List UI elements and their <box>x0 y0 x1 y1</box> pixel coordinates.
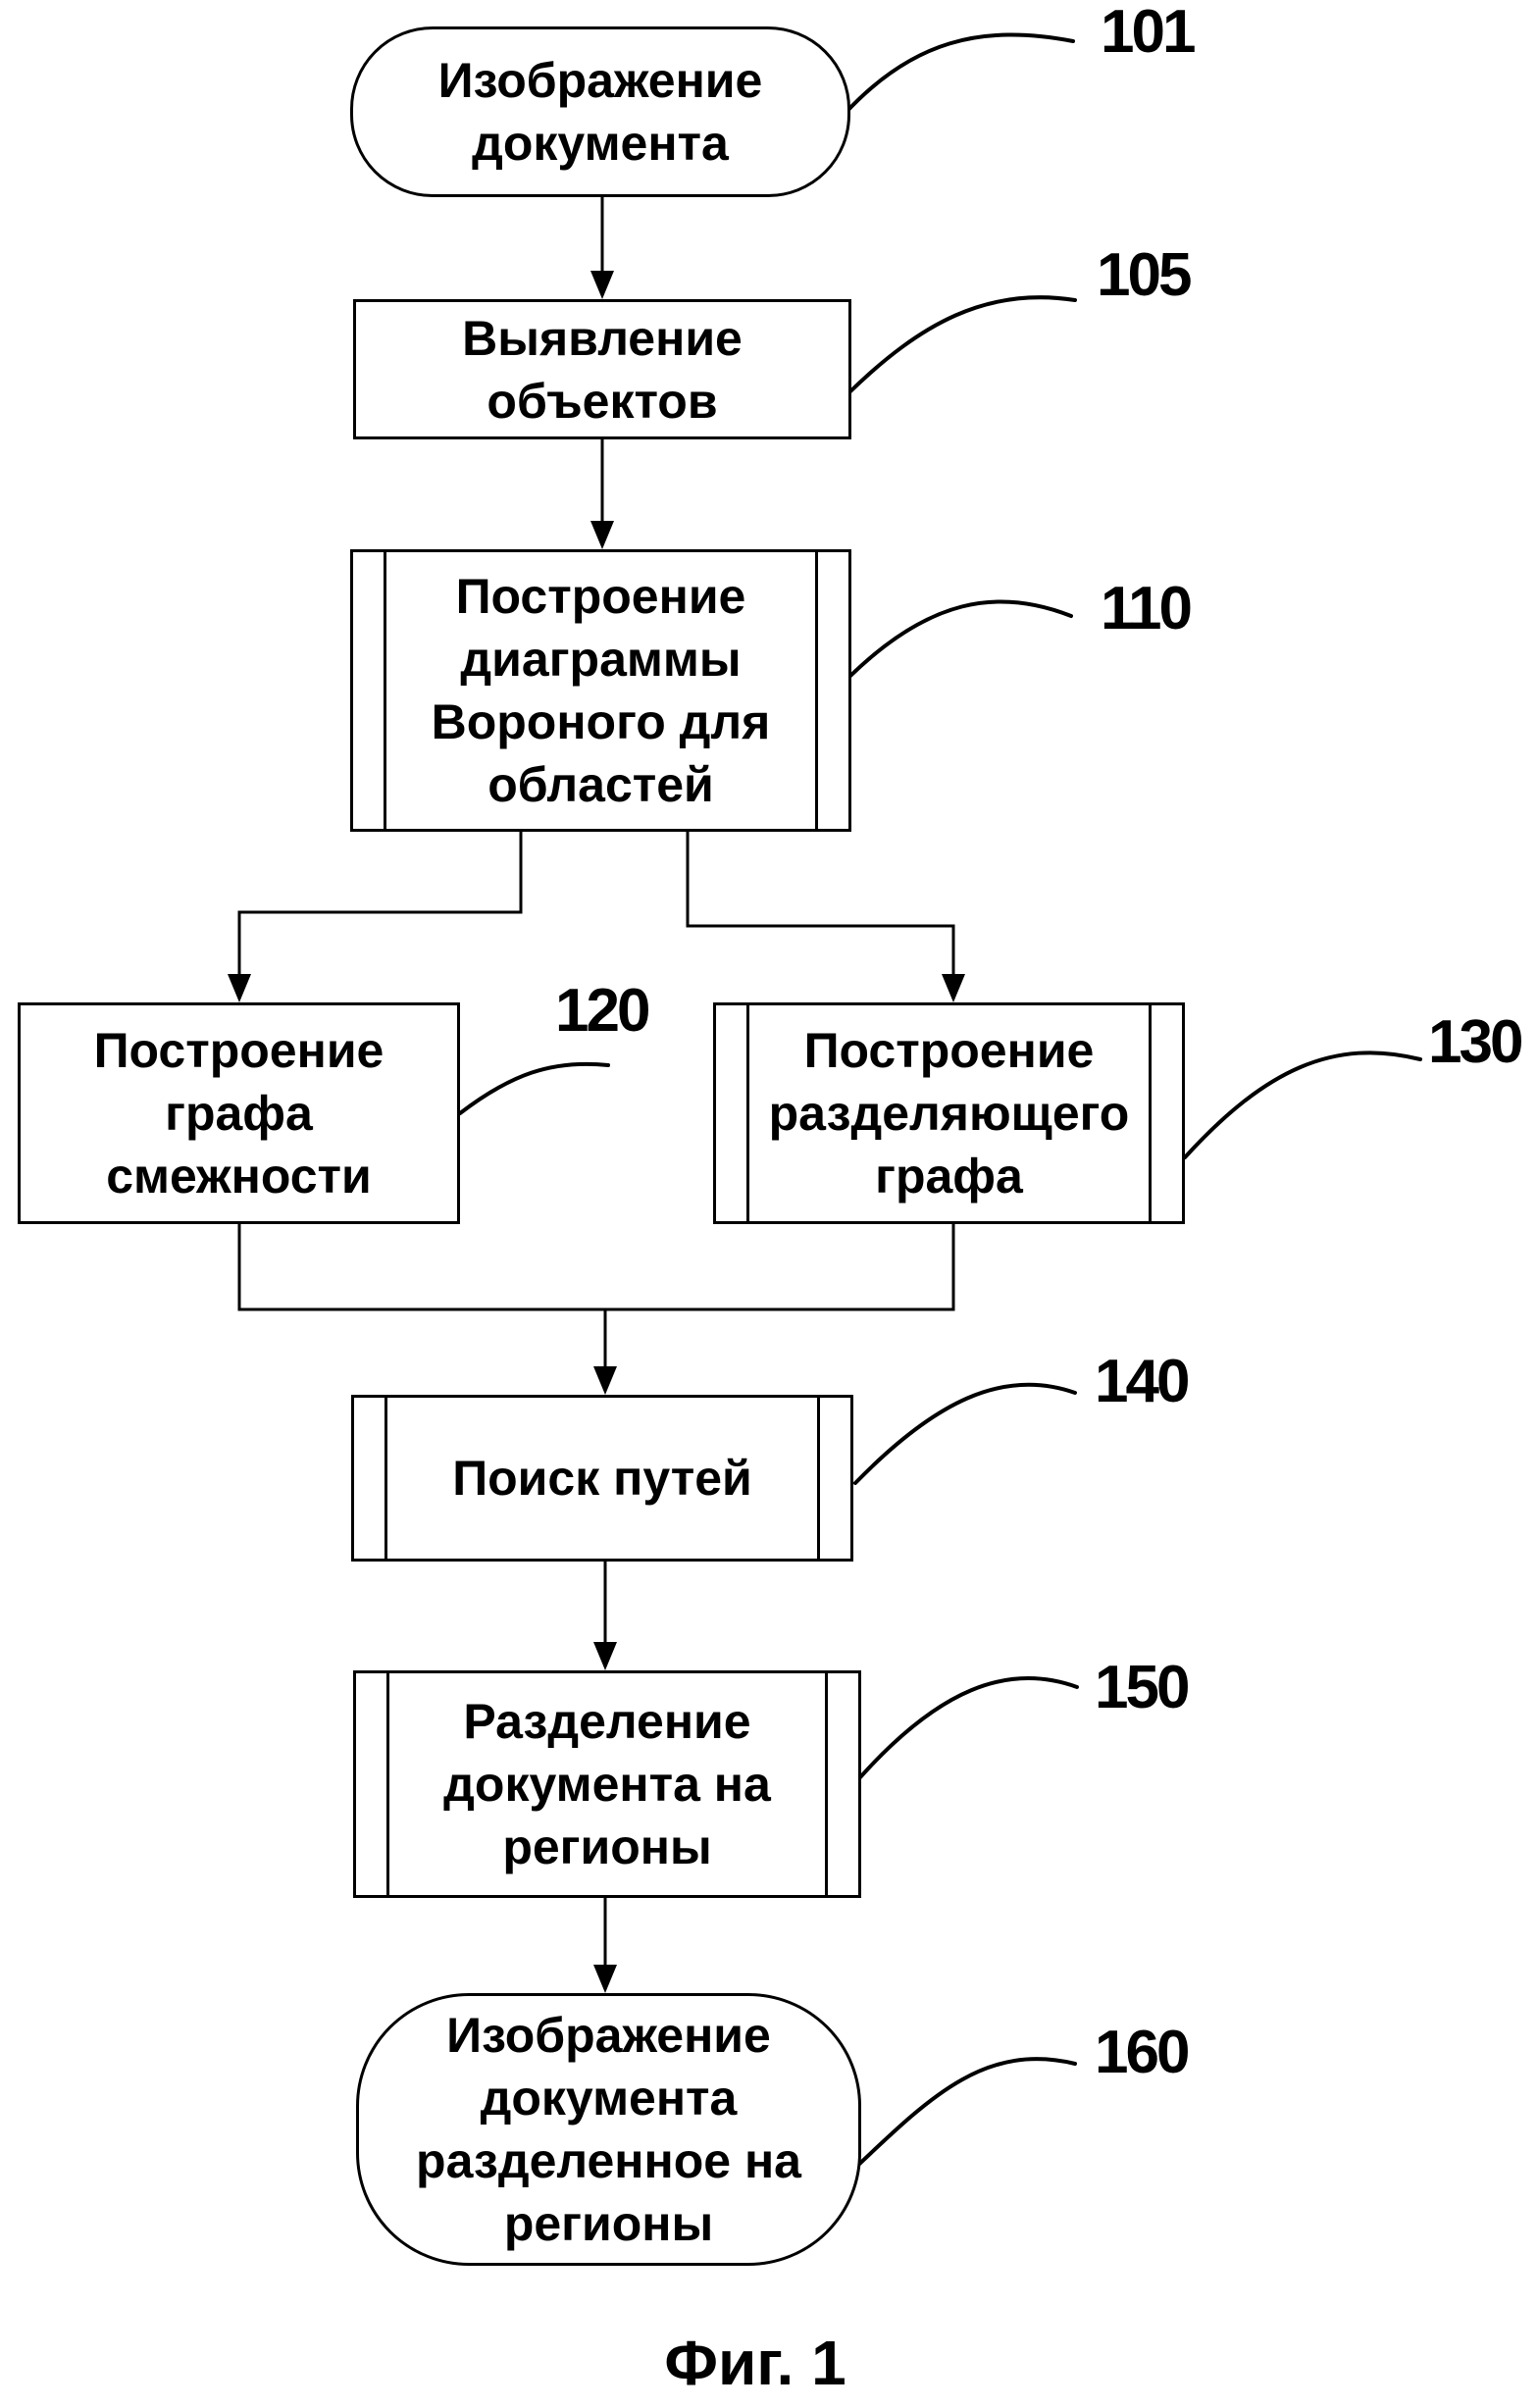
leader-105 <box>847 295 1077 394</box>
node-object-detection-label: Выявление объектов <box>462 310 743 429</box>
ref-label-105: 105 <box>1097 241 1192 309</box>
node-path-search: Поиск путей <box>351 1395 853 1562</box>
node-separating-graph-construction: Построение разделяющего графа <box>713 1002 1185 1224</box>
subroutine-bar-left <box>384 1398 387 1559</box>
edge-110-120-line <box>237 832 523 976</box>
node-voronoi-diagram-construction-label: Построение диаграммы Вороного для област… <box>431 569 771 812</box>
edge-110-130-line <box>686 832 955 976</box>
arrowhead-into-150 <box>593 1642 617 1670</box>
node-document-region-division: Разделение документа на регионы <box>353 1670 861 1898</box>
node-path-search-label: Поиск путей <box>452 1451 752 1506</box>
node-segmented-document-image: Изображение документа разделенное на рег… <box>356 1993 861 2266</box>
node-document-image-label: Изображение документа <box>437 53 763 171</box>
subroutine-bar-left <box>746 1005 749 1221</box>
subroutine-bar-right <box>815 552 818 829</box>
arrowhead-into-105 <box>590 271 614 299</box>
subroutine-bar-right <box>825 1673 828 1895</box>
leader-120 <box>458 1061 610 1115</box>
node-document-region-division-label: Разделение документа на регионы <box>443 1694 771 1874</box>
figure-caption: Фиг. 1 <box>664 2328 846 2398</box>
ref-label-101: 101 <box>1101 0 1196 66</box>
ref-label-150: 150 <box>1095 1654 1190 1721</box>
subroutine-bar-left <box>384 552 386 829</box>
node-voronoi-diagram-construction: Построение диаграммы Вороного для област… <box>350 549 851 832</box>
leader-150 <box>858 1675 1079 1779</box>
leader-101 <box>844 32 1075 115</box>
subroutine-bar-right <box>1149 1005 1152 1221</box>
arrowhead-into-120 <box>228 974 251 1002</box>
ref-label-110: 110 <box>1101 575 1193 642</box>
subroutine-bar-right <box>817 1398 820 1559</box>
leader-110 <box>847 599 1073 679</box>
arrowhead-into-130 <box>942 974 965 1002</box>
arrowhead-into-110 <box>590 521 614 549</box>
leader-130 <box>1183 1050 1422 1159</box>
subroutine-bar-left <box>386 1673 389 1895</box>
edge-merge-line <box>237 1224 955 1311</box>
ref-label-140: 140 <box>1095 1348 1190 1415</box>
node-document-image: Изображение документа <box>350 26 850 197</box>
ref-label-160: 160 <box>1095 2019 1190 2086</box>
leader-160 <box>851 2057 1077 2172</box>
leader-140 <box>853 1382 1077 1485</box>
node-adjacency-graph-construction-label: Построение графа смежности <box>93 1023 384 1204</box>
node-separating-graph-construction-label: Построение разделяющего графа <box>768 1023 1130 1204</box>
node-object-detection: Выявление объектов <box>353 299 851 439</box>
arrowhead-into-140 <box>593 1366 617 1395</box>
node-segmented-document-image-label: Изображение документа разделенное на рег… <box>416 2008 801 2251</box>
arrowhead-into-160 <box>593 1965 617 1993</box>
ref-label-120: 120 <box>555 977 650 1045</box>
ref-label-130: 130 <box>1428 1008 1523 1076</box>
node-adjacency-graph-construction: Построение графа смежности <box>18 1002 460 1224</box>
